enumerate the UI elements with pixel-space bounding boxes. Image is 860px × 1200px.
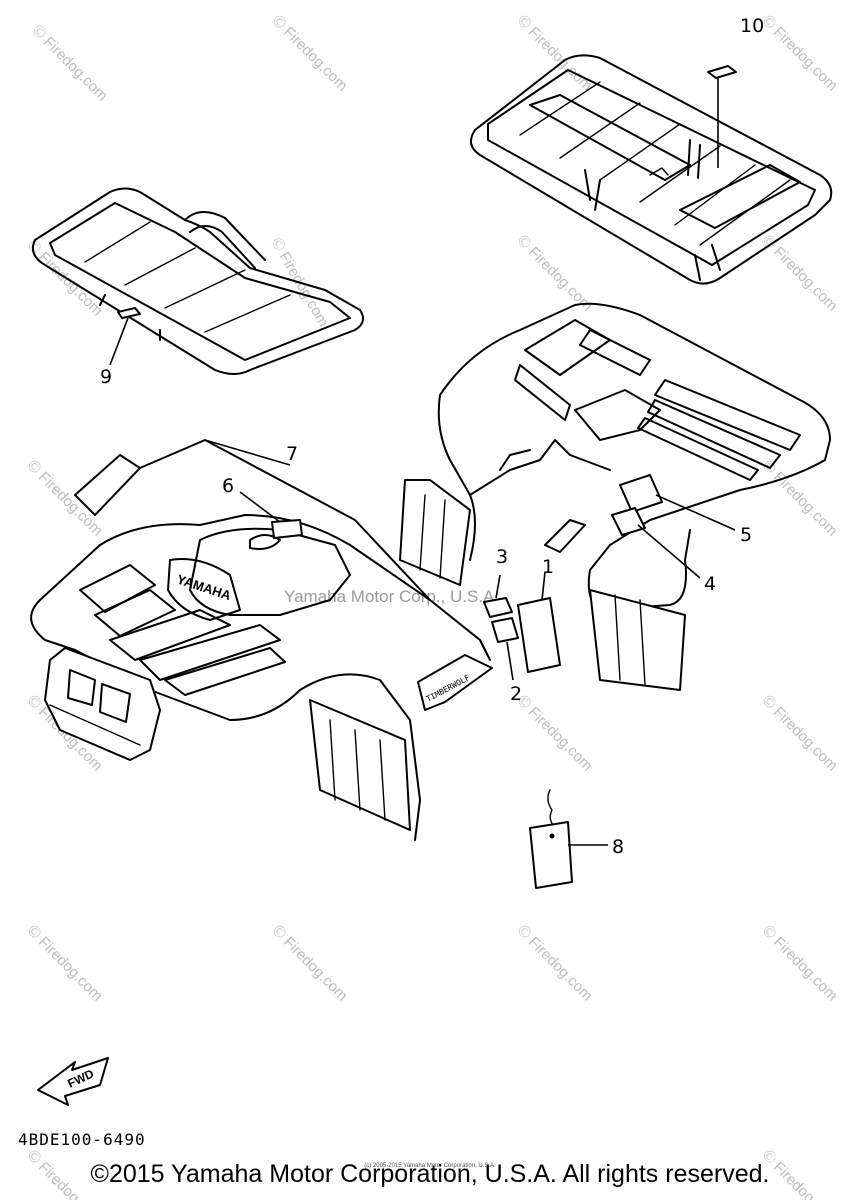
decal-7a	[74, 454, 141, 516]
watermark-text: Firedog.com	[770, 24, 841, 95]
decal-1	[517, 597, 561, 673]
watermark-text: Firedog.com	[770, 934, 841, 1005]
callout-1: 1	[542, 556, 554, 578]
decal-5	[619, 474, 663, 513]
decal-3	[483, 597, 513, 618]
watermark-text: Firedog.com	[770, 244, 841, 315]
tiny-copyright: (c) 2005-2015 Yamaha Motor Corporation, …	[364, 1163, 496, 1169]
watermark-text: Firedog.com	[40, 34, 111, 105]
watermark-text: Firedog.com	[35, 934, 106, 1005]
watermark-text: Firedog.com	[525, 704, 596, 775]
watermark-text: Firedog.com	[525, 934, 596, 1005]
callout-8: 8	[612, 836, 624, 858]
decal-2	[491, 617, 519, 643]
callout-5: 5	[740, 524, 752, 546]
callout-9: 9	[100, 366, 112, 388]
part-code: 4BDE100-6490	[18, 1130, 146, 1149]
rack-label-10	[707, 65, 737, 79]
callout-4: 4	[704, 573, 716, 595]
callout-2: 2	[510, 683, 522, 705]
copyright-notice: ©2015 Yamaha Motor Corporation, U.S.A. A…	[90, 1160, 770, 1188]
callout-6: 6	[222, 475, 234, 497]
watermark-text: Firedog.com	[280, 934, 351, 1005]
rear-carrier-rack	[470, 54, 833, 285]
hang-tag	[529, 789, 608, 889]
loose-decals	[483, 571, 561, 681]
callout-3: 3	[496, 546, 508, 568]
callout-7: 7	[286, 443, 298, 465]
watermark-text: Firedog.com	[35, 249, 106, 320]
watermark-text: Firedog.com	[770, 704, 841, 775]
callout-10: 10	[740, 15, 764, 37]
fwd-arrow: FWD	[37, 1057, 109, 1106]
decal-6	[271, 519, 303, 539]
rack-label-9	[117, 307, 141, 319]
decal-7b	[417, 654, 493, 711]
brand-emblem: YAMAHA	[175, 572, 233, 604]
rear-fender	[399, 302, 831, 691]
front-carrier-rack	[32, 187, 365, 375]
callout-numbers: 10 9 7 6 5 4 3 1 2 8	[100, 15, 764, 858]
watermark-text: Firedog.com	[280, 24, 351, 95]
decal-4	[611, 507, 646, 536]
